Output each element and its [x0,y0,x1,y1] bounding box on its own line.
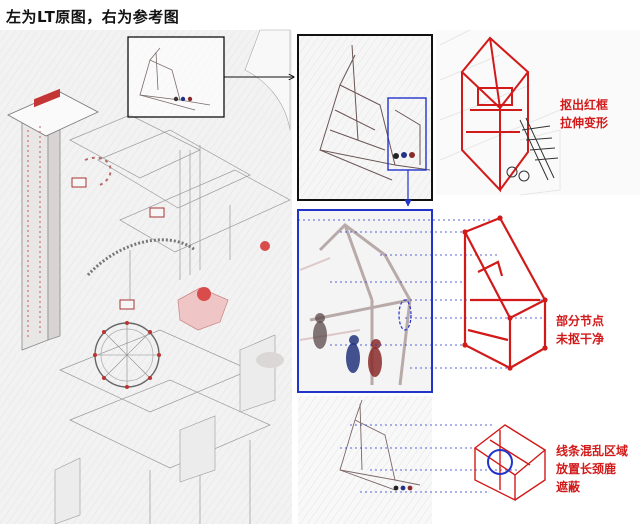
red-wireframe-middle [463,216,547,370]
page-title: 左为LT原图，右为参考图 [6,8,180,26]
note-extract-stretch: 抠出红框 拉伸变形 [560,98,609,130]
note-messy-lines-giraffe: 线条混乱区域 放置长颈鹿 遮蔽 [556,444,629,494]
ferris-wheel-illustration [93,321,161,389]
note-nodes-unclean: 部分节点 未抠干净 [556,314,605,346]
pink-tent-illustration [177,241,270,331]
highlight-circle [487,449,513,475]
right-reference-panels [297,29,640,524]
red-wireframe-top [460,36,530,193]
people-figures-zoomed [313,313,382,377]
red-wireframe-bottom [473,424,547,502]
left-original-image [0,29,294,524]
tower-illustration [7,88,99,351]
